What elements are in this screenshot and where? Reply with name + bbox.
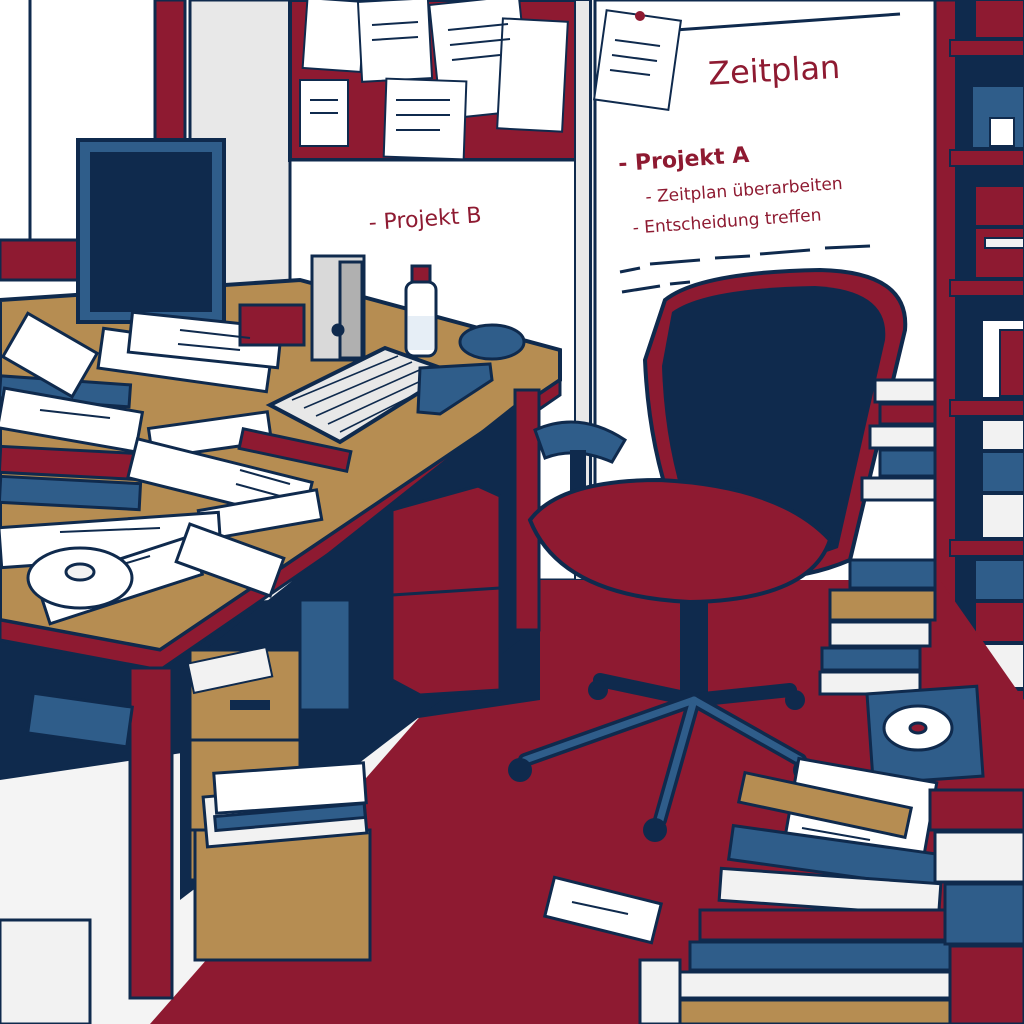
cd-case (865, 684, 985, 786)
office-chair (508, 267, 908, 842)
paper-piles (0, 303, 353, 626)
book-stack-front (638, 756, 1024, 1024)
floor-box (193, 761, 372, 962)
keyboard (265, 345, 494, 445)
whiteboard-title: Zeitplan (707, 48, 841, 93)
mouse (458, 323, 526, 361)
storage-boxes (26, 484, 502, 749)
floor-paper-left (0, 918, 92, 1024)
floor-paper (542, 875, 664, 945)
bulletin-board (288, 0, 582, 162)
water-bottle (404, 264, 438, 358)
cd-disc (26, 546, 134, 610)
speaker (310, 254, 366, 362)
book-stack-middle (818, 378, 937, 696)
